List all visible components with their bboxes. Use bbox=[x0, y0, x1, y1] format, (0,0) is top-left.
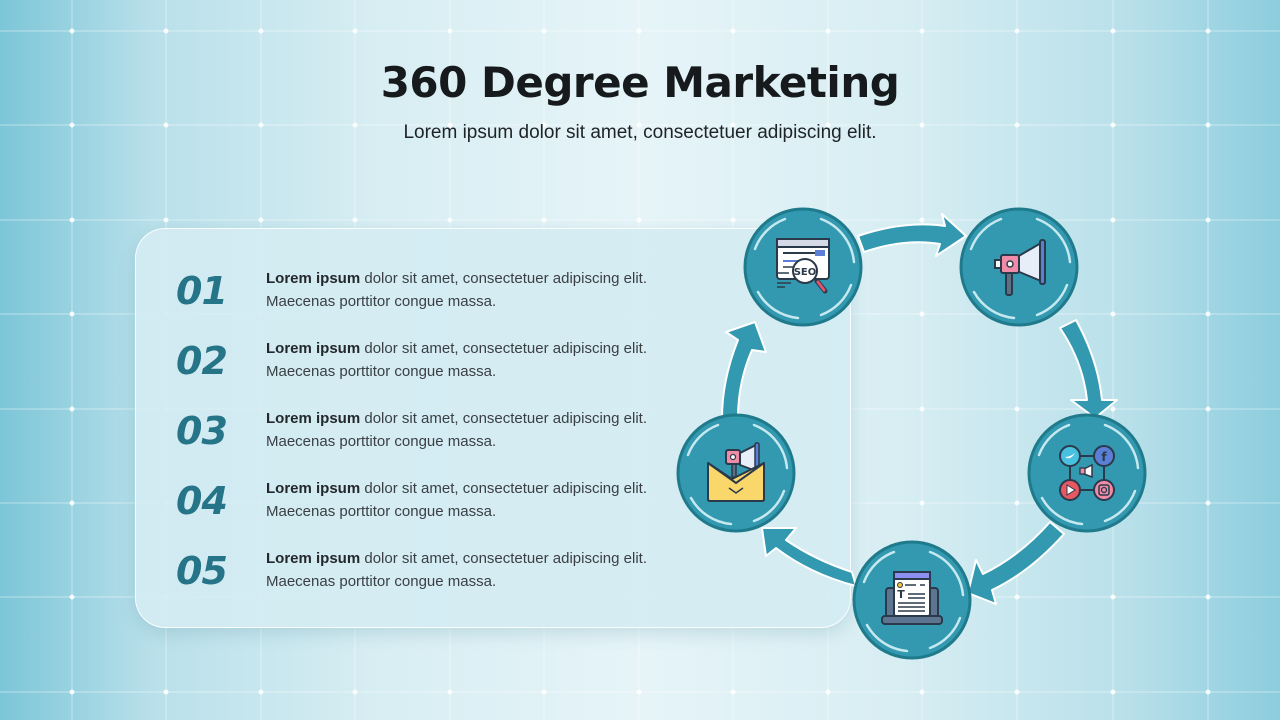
page-title: 360 Degree Marketing bbox=[380, 58, 900, 107]
step-description: Lorem ipsum dolor sit amet, consectetuer… bbox=[266, 410, 647, 450]
social-media-icon: f bbox=[1059, 445, 1115, 501]
email-marketing-icon bbox=[707, 442, 765, 502]
svg-text:SEO: SEO bbox=[794, 267, 817, 278]
node-laptop: T bbox=[852, 540, 972, 660]
step-description: Lorem ipsum dolor sit amet, consectetuer… bbox=[266, 340, 647, 380]
facebook-icon bbox=[1093, 445, 1115, 467]
node-seo: SEO bbox=[743, 207, 863, 327]
step-number: 01 bbox=[176, 269, 228, 313]
laptop-content-icon: T bbox=[881, 571, 943, 625]
instagram-icon bbox=[1093, 479, 1115, 501]
step-description: Lorem ipsum dolor sit amet, consectetuer… bbox=[266, 270, 647, 310]
step-item-1: 01 Lorem ipsum dolor sit amet, consectet… bbox=[176, 267, 656, 317]
step-item-5: 05 Lorem ipsum dolor sit amet, consectet… bbox=[176, 547, 656, 597]
node-megaphone bbox=[959, 207, 1079, 327]
svg-text:T: T bbox=[897, 588, 905, 601]
arrow-laptop-to-email bbox=[761, 527, 857, 587]
step-number: 05 bbox=[176, 549, 228, 593]
step-number: 03 bbox=[176, 409, 228, 453]
step-item-3: 03 Lorem ipsum dolor sit amet, consectet… bbox=[176, 407, 656, 457]
node-email bbox=[676, 413, 796, 533]
step-description: Lorem ipsum dolor sit amet, consectetuer… bbox=[266, 550, 647, 590]
arrow-seo-to-megaphone bbox=[857, 213, 967, 257]
step-number: 04 bbox=[176, 479, 228, 523]
step-description: Lorem ipsum dolor sit amet, consectetuer… bbox=[266, 480, 647, 520]
seo-browser-icon: SEO bbox=[776, 238, 830, 294]
megaphone-icon bbox=[994, 239, 1046, 296]
arrow-social-to-laptop bbox=[967, 521, 1065, 605]
page-subtitle: Lorem ipsum dolor sit amet, consectetuer… bbox=[403, 122, 877, 143]
arrow-megaphone-to-social bbox=[1059, 319, 1118, 419]
step-item-2: 02 Lorem ipsum dolor sit amet, consectet… bbox=[176, 337, 656, 387]
arrow-email-to-seo bbox=[721, 321, 767, 419]
svg-text:f: f bbox=[1101, 450, 1107, 464]
step-item-4: 04 Lorem ipsum dolor sit amet, consectet… bbox=[176, 477, 656, 527]
node-social: f bbox=[1027, 413, 1147, 533]
step-number: 02 bbox=[176, 339, 228, 383]
